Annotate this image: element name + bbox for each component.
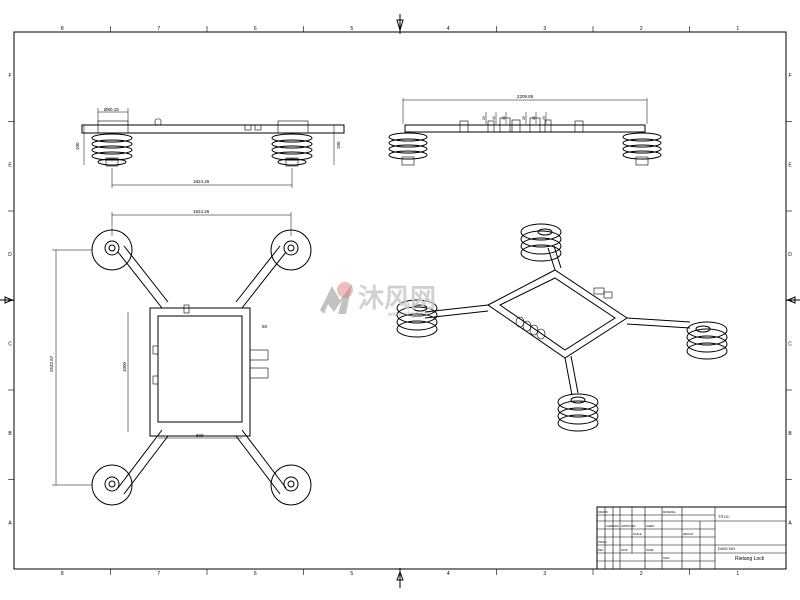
title-block-cell-text: SIGN xyxy=(663,556,669,560)
side-view: 2209.85 26 40 40 26 40 40 xyxy=(388,94,662,166)
side-small-dim-label: 40 xyxy=(502,116,506,120)
front-right-disc-stack xyxy=(271,120,313,167)
title-block-cell-text: MATERIAL xyxy=(663,510,676,514)
front-right-height-label: 100 xyxy=(336,141,341,149)
side-small-dim-label: 40 xyxy=(492,116,496,120)
frame-column-number-top: 3 xyxy=(543,26,546,32)
frame-row-letter-left: C xyxy=(8,341,12,347)
title-block: TITLE: DWG NO. Rietang Lock DRAWN CHECKED… xyxy=(596,506,787,570)
frame-column-number-bottom: 7 xyxy=(157,571,160,577)
side-small-dim-label: 26 xyxy=(522,116,526,120)
frame-row-letter-right: A xyxy=(788,520,792,526)
title-block-cell-text: APPROVED xyxy=(621,524,636,528)
title-block-cell-text: DATE xyxy=(621,548,628,552)
plan-frame-top-label: 60 xyxy=(262,324,268,329)
watermark-logo-icon xyxy=(320,282,353,314)
iso-disc-right xyxy=(686,321,728,360)
frame-row-letter-right: F xyxy=(788,73,791,79)
front-top-width-label: Ø80.15 xyxy=(104,107,119,112)
plan-view: 1824.26 2532.67 1000 800 60 xyxy=(49,209,312,506)
side-right-disc-stack xyxy=(622,132,662,166)
title-block-cell-text: CHECKED xyxy=(606,524,619,528)
frame-column-number-bottom: 4 xyxy=(447,571,450,577)
frame-column-number-top: 5 xyxy=(350,26,353,32)
frame-column-number-top: 2 xyxy=(640,26,643,32)
plan-span-top-label: 1824.26 xyxy=(193,209,210,214)
frame-column-labels: 8 8 7 7 6 6 5 5 4 4 3 3 2 2 1 1 xyxy=(61,26,740,577)
frame-row-letter-left: F xyxy=(8,73,11,79)
frame-column-number-bottom: 8 xyxy=(61,571,64,577)
front-left-height-label: 100 xyxy=(75,142,80,150)
frame-column-number-top: 8 xyxy=(61,26,64,32)
frame-column-number-bottom: 5 xyxy=(350,571,353,577)
side-small-dim-label: 26 xyxy=(482,116,486,120)
side-small-dim-label: 40 xyxy=(532,116,536,120)
sheet-frame xyxy=(0,14,800,588)
title-block-cell-text: SHEET xyxy=(646,524,655,528)
frame-column-number-bottom: 6 xyxy=(254,571,257,577)
plan-frame-height-label: 1000 xyxy=(122,361,127,372)
title-label: TITLE: xyxy=(718,514,730,519)
frame-column-number-bottom: 2 xyxy=(640,571,643,577)
side-overall-label: 2209.85 xyxy=(517,94,534,99)
dwg-no-label: DWG NO. xyxy=(718,546,736,551)
title-block-cell-text: WEIGHT xyxy=(683,532,694,536)
frame-column-number-bottom: 3 xyxy=(543,571,546,577)
frame-column-number-bottom: 1 xyxy=(736,571,739,577)
plan-height-left-label: 2532.67 xyxy=(49,355,54,372)
watermark: 沐风网 www.mfcad.com xyxy=(320,282,436,318)
front-left-disc-stack xyxy=(91,120,133,167)
title-block-cell-text: SCALE xyxy=(633,532,642,536)
frame-column-number-top: 6 xyxy=(254,26,257,32)
front-view: Ø80.15 100 100 1824.26 xyxy=(75,107,345,188)
frame-row-letter-right: B xyxy=(788,431,792,437)
dwg-name: Rietang Lock xyxy=(735,556,765,562)
frame-column-number-top: 7 xyxy=(157,26,160,32)
plan-frame-bottom-label: 800 xyxy=(196,433,204,438)
title-block-cell-text: NAME xyxy=(646,548,654,552)
watermark-url: www.mfcad.com xyxy=(387,312,432,318)
frame-row-letter-right: C xyxy=(788,341,792,347)
frame-row-letter-right: E xyxy=(788,162,792,168)
title-block-cell-text: FINISH xyxy=(598,540,607,544)
frame-row-letter-left: E xyxy=(8,162,12,168)
isometric-view xyxy=(396,223,728,432)
frame-row-letter-left: B xyxy=(8,431,12,437)
frame-column-number-top: 1 xyxy=(736,26,739,32)
frame-row-letter-left: D xyxy=(8,252,12,258)
plan-disc-bottom-left xyxy=(91,464,133,506)
plan-disc-top-right xyxy=(270,229,312,271)
title-block-cell-text: DRAWN xyxy=(598,510,608,514)
title-block-cell-text: REV xyxy=(598,548,604,552)
frame-row-letter-right: D xyxy=(788,252,792,258)
side-left-disc-stack xyxy=(388,132,428,166)
frame-column-number-top: 4 xyxy=(447,26,450,32)
iso-disc-bottom xyxy=(557,393,599,432)
side-small-dim-label: 40 xyxy=(542,116,546,120)
iso-disc-top xyxy=(520,223,562,262)
front-span-label: 1824.26 xyxy=(193,179,210,184)
frame-row-labels: F F E E D D C C B B A A xyxy=(8,73,792,527)
watermark-text: 沐风网 xyxy=(358,284,436,314)
plan-disc-bottom-right xyxy=(270,464,312,506)
iso-disc-left xyxy=(396,299,438,338)
frame-row-letter-left: A xyxy=(8,520,12,526)
